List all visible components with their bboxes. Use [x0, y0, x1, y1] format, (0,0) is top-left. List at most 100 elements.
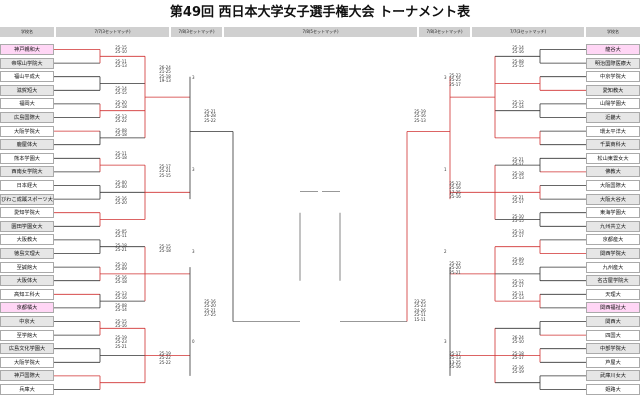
team-right: 九州共立大: [586, 220, 640, 232]
header-school-left: 学校名: [0, 27, 54, 37]
team-right: 四国大: [586, 329, 640, 341]
match-score: 25-18 25-17: [512, 351, 524, 361]
match-score: 26-24 25-10: [512, 335, 524, 345]
team-right: 大阪国際大: [586, 180, 640, 191]
team-left: 福岡大: [0, 98, 54, 110]
team-left: 帝塚山学院大: [0, 57, 54, 69]
match-score: 25-15 25-18: [159, 244, 171, 254]
set-count-right: 3: [444, 339, 447, 344]
team-right: 関西大: [586, 316, 640, 327]
set-count-left: 3: [192, 75, 195, 80]
team-left: 至学館大: [0, 329, 54, 341]
team-right: 近畿大: [586, 112, 640, 123]
team-right: 大阪大谷大: [586, 193, 640, 205]
team-left: 愛知学院大: [0, 207, 54, 219]
team-right: 龍谷大: [586, 44, 640, 55]
team-left: 福山平成大: [0, 71, 54, 83]
team-left: 大阪体大: [0, 275, 54, 287]
team-right: 山陽学園大: [586, 98, 640, 110]
match-score: 26-24 21-25 25-18 19-13: [159, 65, 171, 84]
header-school-right: 学校名: [586, 27, 640, 37]
team-right: 関西学院大: [586, 248, 640, 259]
team-right: 佛教大: [586, 166, 640, 178]
team-right: 明治国際医療大: [586, 57, 640, 69]
match-score: 25-17 25-13 13-25 25-16: [449, 351, 461, 370]
match-score: 25-19 25-16 25-13: [414, 109, 426, 123]
match-score: 25-17 25-21 25-15: [159, 164, 171, 178]
header-center: 7/8(5セットマッチ): [224, 27, 417, 37]
team-left: 滋賀短大: [0, 84, 54, 96]
match-score: 25-18 25-13: [512, 171, 524, 181]
match-score: 25-15 25-16: [115, 319, 127, 329]
match-score: 23-25 25-23 24-26 25-11 15-11: [414, 299, 426, 322]
team-left: 兵庫大: [0, 384, 54, 395]
team-right: 愛知教大: [586, 84, 640, 96]
match-score: 25-00 25-00: [115, 180, 127, 190]
match-score: 25-22 25-20 25-21: [449, 261, 461, 275]
match-score: 25-21 25-17: [512, 157, 524, 167]
team-right: 姫路大: [586, 384, 640, 395]
header-round1-left: 7/7(3セットマッチ): [56, 27, 169, 37]
match-score: 25-11 25-13: [512, 291, 524, 301]
team-left: 園田学園女大: [0, 220, 54, 232]
team-left: 至誠館大: [0, 261, 54, 273]
team-left: 徳島文理大: [0, 248, 54, 259]
team-right: 中京学院大: [586, 71, 640, 83]
match-score: 25-19 25-23 25-21: [115, 335, 127, 349]
team-left: 高知工科大: [0, 288, 54, 300]
team-right: 天理大: [586, 288, 640, 300]
match-score: 25-08 25-14: [115, 303, 127, 313]
header-round2-left: 7/8(3セットマッチ): [171, 27, 222, 37]
header-round2-right: 7/8(3セットマッチ): [419, 27, 470, 37]
set-count-left: 3: [192, 249, 195, 254]
match-score: 25-16 25-18: [115, 275, 127, 285]
set-count-right: 2: [444, 249, 447, 254]
match-score: 25-20 25-18: [115, 100, 127, 110]
team-left: 日本経大: [0, 180, 54, 191]
match-score: 25-12 25-17: [512, 279, 524, 289]
team-left: びわこ成蹊スポーツ大: [0, 193, 54, 205]
set-count-right: 1: [444, 167, 447, 172]
team-left: 広島文化学園大: [0, 343, 54, 355]
match-score: 25-10 25-15: [512, 214, 524, 224]
match-score: 25-23 25-16 17-25 25-16: [449, 181, 461, 200]
team-left: 大阪教大: [0, 234, 54, 246]
match-score: 25-10 25-09: [115, 262, 127, 272]
set-count-left: 0: [192, 339, 195, 344]
set-count-right: 3: [444, 75, 447, 80]
match-score: 25-09 25-15: [512, 257, 524, 267]
team-left: 中京大: [0, 316, 54, 327]
match-score: 25-11 25-13: [115, 59, 127, 69]
team-left: 鹿屋体大: [0, 139, 54, 151]
team-right: 千葉商科大: [586, 139, 640, 151]
match-score: 25-05 25-11: [115, 229, 127, 239]
match-score: 25-18 25-21: [115, 243, 127, 253]
team-left: 広島国際大: [0, 112, 54, 123]
team-right: 関西福祉大: [586, 302, 640, 314]
match-score: 25-21 25-17: [512, 195, 524, 205]
team-right: 東海学園大: [586, 207, 640, 219]
team-right: 武庫川女大: [586, 370, 640, 382]
team-right: 九州産大: [586, 261, 640, 273]
team-right: 環太平洋大: [586, 125, 640, 137]
match-score: 25-11 25-18: [115, 151, 127, 161]
team-right: 中部学院大: [586, 343, 640, 355]
team-right: 芦屋大: [586, 356, 640, 368]
set-count-left: 3: [192, 167, 195, 172]
page-title: 第49回 西日本大学女子選手権大会 トーナメント表: [169, 5, 471, 20]
team-left: 西南女学院大: [0, 166, 54, 178]
match-score: 25-14 25-16: [512, 45, 524, 55]
match-score: 25-08 25-18: [115, 128, 127, 138]
team-left: 神戸国際大: [0, 370, 54, 382]
match-score: 25-15 25-10: [115, 45, 127, 55]
team-right: 名古屋学院大: [586, 275, 640, 287]
match-score: 25-08 25-15: [512, 59, 524, 69]
team-right: 京都産大: [586, 234, 640, 246]
match-score: 25-13 25-22: [115, 114, 127, 124]
team-right: 松山東雲女大: [586, 152, 640, 164]
match-score: 25-16 25-20: [115, 196, 127, 206]
team-left: 熊本学園大: [0, 152, 54, 164]
team-left: 神戸親和大: [0, 44, 54, 55]
match-score: 25-13 25-17: [512, 229, 524, 239]
